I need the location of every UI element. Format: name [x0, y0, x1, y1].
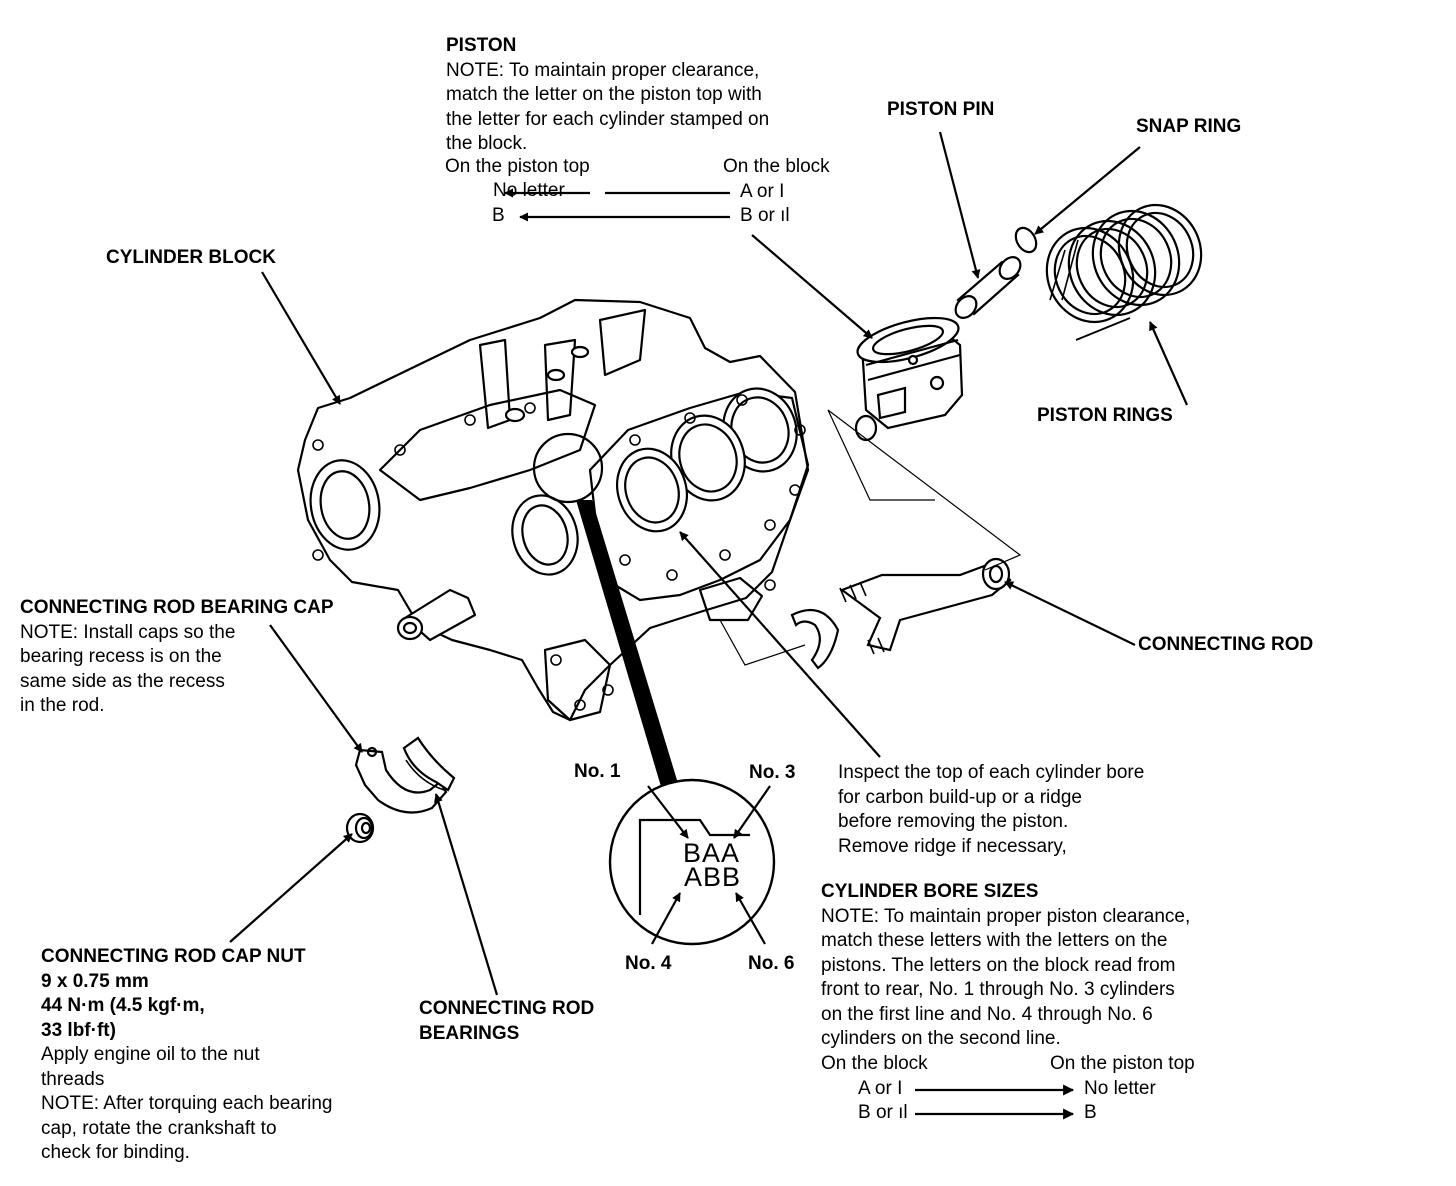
piston-note-line: the block. [446, 133, 528, 154]
rod-bearing-cap-note-line: same side as the recess [20, 670, 225, 692]
bore-detail-callout-circle [532, 432, 604, 504]
piston-map-header-left: On the piston top [445, 156, 590, 177]
bore-sizes-callout: CYLINDER BORE SIZES NOTE: To maintain pr… [821, 880, 1190, 1052]
bore-letters-line2: ABB [684, 862, 742, 892]
cap-nut-note-line: check for binding. [41, 1142, 190, 1163]
connecting-rod-drawing [839, 557, 1012, 655]
piston-rings-label: PISTON RINGS [1037, 405, 1173, 426]
cap-nut-note-line: NOTE: After torquing each bearing [41, 1093, 333, 1114]
inspect-note-line: before removing the piston. [838, 811, 1069, 832]
rod-bearing-cap-note-line: NOTE: Install caps so the [20, 621, 236, 643]
bore-sizes-note-line: cylinders on the second line. [821, 1028, 1061, 1049]
rod-bearing-cap-callout: CONNECTING ROD BEARING CAP NOTE: Install… [20, 596, 334, 719]
rod-bearing-cap-note-line: in the rod. [20, 695, 105, 716]
cap-nut-callout: CONNECTING ROD CAP NUT 9 x 0.75 mm 44 N·… [41, 945, 333, 1166]
bore-map-row-left: B or ıl [858, 1102, 908, 1123]
piston-note-line: match the letter on the piston top with [446, 84, 762, 105]
inspect-note-line: for carbon build-up or a ridge [838, 786, 1082, 808]
cap-nut-title: CONNECTING ROD CAP NUT [41, 946, 306, 967]
rod-bearing-cap-title: CONNECTING ROD BEARING CAP [20, 597, 334, 618]
bore-no4-label: No. 4 [625, 953, 672, 974]
bore-sizes-note-line: front to rear, No. 1 through No. 3 cylin… [821, 979, 1175, 1000]
piston-rings-drawing [1045, 203, 1203, 341]
snap-ring-label: SNAP RING [1136, 116, 1242, 137]
rod-bearing-cap-note-line: bearing recess is on the [20, 646, 222, 667]
leader-arrows [229, 131, 1189, 1120]
bore-no3-label: No. 3 [749, 762, 796, 783]
piston-map-row-left: B [492, 205, 505, 226]
bore-map-header-left: On the block [821, 1053, 928, 1074]
piston-pin-label: PISTON PIN [887, 99, 995, 120]
bore-sizes-note-line: on the first line and No. 4 through No. … [821, 1003, 1153, 1025]
cap-nut-spec-line: 9 x 0.75 mm [41, 970, 149, 992]
bore-sizes-note-line: pistons. The letters on the block read f… [821, 954, 1176, 976]
bore-map-row-left: A or I [858, 1078, 903, 1099]
bore-no6-label: No. 6 [748, 953, 795, 974]
cap-nut-drawing [345, 812, 375, 844]
rod-bearing-half-drawing [790, 608, 840, 670]
piston-drawing [856, 316, 964, 430]
cap-nut-spec-line: 33 lbf·ft) [41, 1019, 116, 1041]
bore-no1-label: No. 1 [574, 761, 621, 782]
piston-pin-drawing [954, 256, 1022, 319]
cap-nut-spec-line: 44 N·m (4.5 kgf·m, [41, 995, 205, 1016]
bore-sizes-note-line: NOTE: To maintain proper piston clearanc… [821, 905, 1191, 927]
piston-map-header-right: On the block [723, 156, 830, 177]
snap-ring-drawing [1014, 226, 1038, 254]
inspect-note-line: Inspect the top of each cylinder bore [838, 762, 1145, 783]
rod-bearings-label-line: CONNECTING ROD [419, 998, 595, 1019]
piston-map-row-right: B or ıl [740, 205, 790, 226]
cap-nut-note-line: Apply engine oil to the nut [41, 1044, 260, 1065]
inspect-note-line: Remove ridge if necessary, [838, 835, 1067, 857]
rod-bearings-label: CONNECTING ROD BEARINGS [419, 997, 594, 1046]
block-bolt-holes [312, 394, 806, 711]
bore-sizes-note-line: match these letters with the letters on … [821, 930, 1168, 951]
magnification-cone [576, 500, 680, 790]
connecting-rod-label: CONNECTING ROD [1138, 634, 1314, 655]
rod-bearings-label-line: BEARINGS [419, 1022, 520, 1044]
piston-note-line: NOTE: To maintain proper clearance, [446, 59, 760, 81]
inspect-bore-note: Inspect the top of each cylinder bore fo… [838, 761, 1144, 859]
cap-nut-note-line: cap, rotate the crankshaft to [41, 1117, 277, 1139]
bore-detail-edge [638, 818, 750, 915]
bearing-cap-drawing [354, 736, 456, 814]
cylinder-block-drawing [296, 298, 810, 722]
piston-clip-drawing [854, 414, 878, 442]
piston-note-line: the letter for each cylinder stamped on [446, 108, 770, 130]
piston-map-row-left: No letter [493, 180, 565, 201]
bore-detail-arrows [647, 785, 771, 945]
bore-map-row-right: No letter [1084, 1078, 1156, 1099]
bore-letters-line1: BAA [683, 838, 741, 868]
cylinder-block-label: CYLINDER BLOCK [106, 247, 276, 268]
piston-callout: PISTON NOTE: To maintain proper clearanc… [446, 34, 769, 157]
bore-map-header-right: On the piston top [1050, 1053, 1195, 1074]
piston-title: PISTON [446, 35, 517, 56]
bore-sizes-title: CYLINDER BORE SIZES [821, 881, 1039, 902]
cap-nut-note-line: threads [41, 1068, 105, 1090]
piston-map-row-right: A or I [740, 181, 785, 202]
bore-map-row-right: B [1084, 1102, 1097, 1123]
